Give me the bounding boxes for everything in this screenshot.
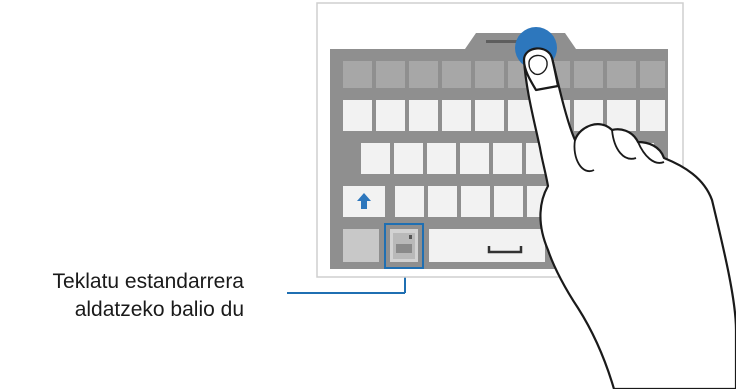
key-row-2 (343, 100, 665, 131)
key-row-1 (343, 61, 665, 88)
keyboard-mode-key[interactable] (390, 229, 418, 262)
space-key[interactable] (429, 229, 545, 262)
